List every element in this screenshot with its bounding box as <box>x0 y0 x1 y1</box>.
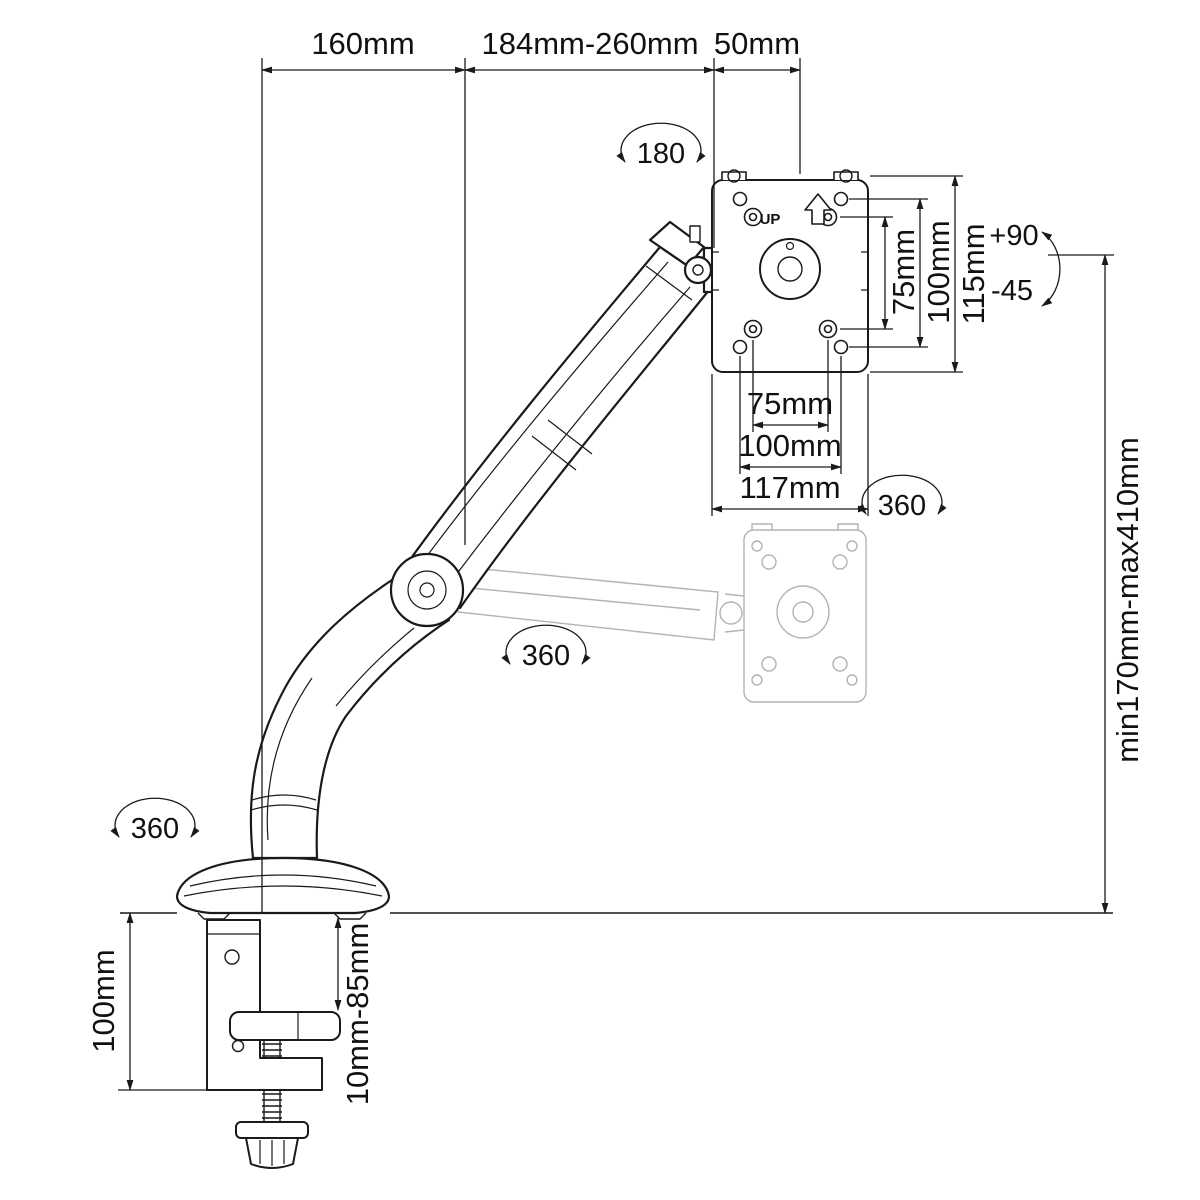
up-arrow-icon <box>804 193 832 225</box>
rot-360-base-label: 360 <box>131 813 179 845</box>
vesa-v75-label: 75mm <box>886 229 921 315</box>
dim-184-260-label: 184mm-260mm <box>481 26 698 61</box>
tilt-arc <box>1041 231 1114 307</box>
desk-clamp <box>206 919 341 1169</box>
rot-360-vesa-label: 360 <box>878 490 926 522</box>
vesa-center-boss <box>759 238 821 300</box>
upper-arm <box>402 245 716 610</box>
dim-160-label: 160mm <box>311 26 414 61</box>
dimension-labels: 160mm 184mm-260mm 50mm 75mm 100mm 115mm … <box>86 26 1145 1105</box>
vesa-top-screw <box>727 169 741 183</box>
vesa-h117-label: 117mm <box>739 470 840 505</box>
rotation-arc-180 <box>616 122 706 163</box>
head-joint <box>648 220 716 294</box>
clamp-height-label: 100mm <box>86 949 121 1052</box>
tilt-down-label: -45 <box>991 275 1033 307</box>
ghost-vesa-plate <box>743 523 867 703</box>
base <box>175 856 391 920</box>
dimension-lines <box>110 58 1114 1091</box>
dim-clamp-height-group <box>118 912 208 1091</box>
dim-top-group <box>261 58 801 913</box>
vesa-v100-label: 100mm <box>921 220 956 323</box>
vesa-up-label: UP <box>760 211 781 228</box>
vesa-plate <box>711 169 869 373</box>
clamp-screw <box>262 1040 282 1122</box>
rotation-arc-360-base <box>110 797 200 838</box>
elbow-joint <box>389 552 465 628</box>
vesa-holes-100 <box>732 191 849 355</box>
vesa-keyholes-75 <box>743 207 838 339</box>
vesa-top-screw <box>839 169 853 183</box>
vesa-h75-label: 75mm <box>747 386 833 421</box>
clamp-bracket <box>206 919 323 1091</box>
ghost-head-pivot <box>719 601 743 625</box>
rotation-arc-360-vesa <box>857 474 947 515</box>
ghost-upper-arm <box>451 565 719 641</box>
rot-180-label: 180 <box>637 138 685 170</box>
tilt-up-label: +90 <box>989 220 1038 252</box>
clamp-range-label: 10mm-85mm <box>340 923 375 1106</box>
clamp-knob <box>235 1121 309 1169</box>
dim-vesa-vertical-group <box>840 175 963 373</box>
dim-vesa-horizontal-group <box>711 340 869 516</box>
vesa-h100-label: 100mm <box>738 428 841 463</box>
clamp-pad <box>229 1011 341 1041</box>
rot-360-arm-label: 360 <box>522 640 570 672</box>
dim-50-label: 50mm <box>714 26 800 61</box>
monitor-arm <box>175 169 869 1169</box>
rotation-arc-360-arm <box>501 624 591 665</box>
ghost-arm-group <box>451 523 867 703</box>
vesa-v115-label: 115mm <box>956 223 991 324</box>
height-range-label: min170mm-max410mm <box>1110 437 1145 763</box>
